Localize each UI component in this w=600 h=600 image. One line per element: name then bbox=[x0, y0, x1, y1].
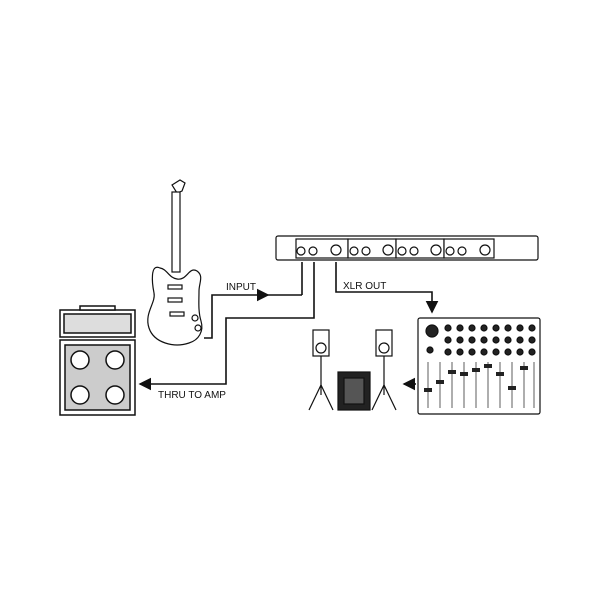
thru-cable bbox=[138, 262, 315, 391]
pa-speakers bbox=[308, 329, 397, 411]
rack-unit-di-box bbox=[275, 235, 539, 261]
input-cable bbox=[204, 288, 270, 339]
xlr-cable bbox=[335, 262, 439, 314]
xlr-out-label: XLR OUT bbox=[343, 281, 386, 292]
signal-cables bbox=[138, 262, 439, 391]
thru-to-amp-label: THRU TO AMP bbox=[158, 390, 226, 401]
input-label: INPUT bbox=[226, 282, 256, 293]
electric-guitar bbox=[147, 179, 203, 346]
mixing-console bbox=[417, 317, 541, 415]
amp-stack bbox=[59, 305, 136, 416]
